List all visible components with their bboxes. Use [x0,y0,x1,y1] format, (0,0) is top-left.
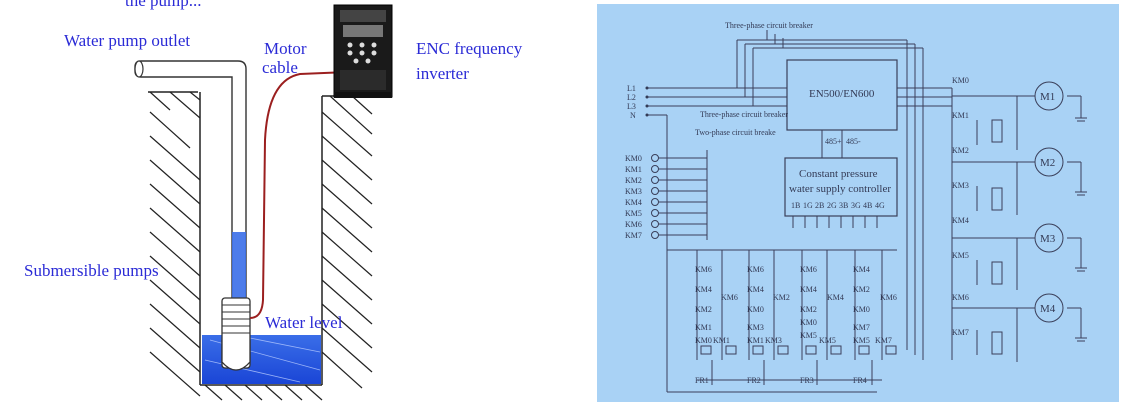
controller-terminals: 1B 1G 2B 2G 3B 3G 4B 4G [791,201,885,210]
label-water-level: Water level [265,313,343,332]
coil-km3: KM3 [765,336,782,345]
lamp-label-km4: KM4 [625,198,642,207]
terminal-1b: 1B [791,201,800,210]
extra-contact-1: KM6 [721,293,738,302]
submersible-pump [221,297,251,371]
terminal-4g: 4G [875,201,885,210]
line-l2: L2 [627,93,636,102]
relay-c1-3: KM1 [695,323,712,332]
relay-c3-3: KM0 [800,318,817,327]
label-submersible: Submersible pumps [24,261,159,280]
fuse-fr4: FR4 [853,376,867,385]
coil-km5: KM5 [819,336,836,345]
relay-c4-0: KM4 [853,265,870,274]
lamp-label-km2: KM2 [625,176,642,185]
contactor-km6: KM6 [952,293,969,302]
terminal-3g: 3G [851,201,861,210]
motor-m2: M2 [1040,157,1055,169]
extra-contact-2: KM2 [773,293,790,302]
pump-control-schematic: Three-phase circuit breaker Three-phase … [597,4,1119,402]
top-partial-text: the pump... [125,0,202,10]
fuse-fr1: FR1 [695,376,709,385]
lamp-label-km0: KM0 [625,154,642,163]
terminal-3b: 3B [839,201,848,210]
relay-c1-2: KM2 [695,305,712,314]
label-cable: cable [262,58,298,77]
breaker-label-mid: Three-phase circuit breaker [700,110,788,119]
line-n: N [630,111,636,120]
schematic-background [597,4,1119,402]
terminal-4b: 4B [863,201,872,210]
terminal-2g: 2G [827,201,837,210]
motor-m4: M4 [1040,303,1056,315]
controller-title-1: Constant pressure [799,168,878,180]
relay-c2-3: KM3 [747,323,764,332]
line-l3: L3 [627,102,636,111]
breaker-label-two-phase: Two-phase circuit breake [695,128,776,137]
contactor-km0: KM0 [952,76,969,85]
fuse-fr2: FR2 [747,376,761,385]
motor-m3: M3 [1040,233,1056,245]
ground-right [321,95,380,389]
relay-c4-3: KM7 [853,323,870,332]
label-pump-outlet: Water pump outlet [64,31,190,50]
line-l1: L1 [627,84,636,93]
coil-km1: KM1 [713,336,730,345]
breaker-label-top: Three-phase circuit breaker [725,21,813,30]
fuse-fr3: FR3 [800,376,814,385]
contactor-km4: KM4 [952,216,969,225]
relay-c2-4: KM1 [747,336,764,345]
motor-m1: M1 [1040,91,1055,103]
terminal-1g: 1G [803,201,813,210]
relay-c2-1: KM4 [747,285,764,294]
lamp-label-km6: KM6 [625,220,642,229]
inverter-box-label: EN500/EN600 [809,88,875,100]
relay-c1-4: KM0 [695,336,712,345]
contactor-km3: KM3 [952,181,969,190]
motor-circuits: KM0 KM1 KM2 KM3 KM4 KM5 KM6 KM7 M1 M2 M3… [897,76,1087,362]
lamp-label-km7: KM7 [625,231,642,240]
terminal-2b: 2B [815,201,824,210]
relay-c1-1: KM4 [695,285,712,294]
relay-c1-0: KM6 [695,265,712,274]
label-motor: Motor [264,39,307,58]
inverter-box: EN500/EN600 485+ 485- [786,59,898,158]
lamp-label-km1: KM1 [625,165,642,174]
lamp-label-km5: KM5 [625,209,642,218]
contactor-km7: KM7 [952,328,969,337]
label-inverter-2: inverter [416,64,469,83]
ground-bottom [200,384,323,401]
relay-c3-0: KM6 [800,265,817,274]
relay-c4-2: KM0 [853,305,870,314]
extra-contact-3: KM4 [827,293,844,302]
ground-left [148,91,201,397]
relay-c3-1: KM4 [800,285,817,294]
indicator-lamps: KM0 KM1 KM2 KM3 KM4 KM5 KM6 KM7 [625,150,708,240]
label-inverter-1: ENC frequency [416,39,523,58]
relay-c4-4: KM5 [853,336,870,345]
coil-km7: KM7 [875,336,892,345]
comm-485-minus: 485- [846,137,861,146]
relay-c3-4: KM5 [800,331,817,340]
lamp-label-km3: KM3 [625,187,642,196]
well-pump-diagram: the pump... [24,0,523,401]
motor-cable [249,71,349,319]
inverter-device [333,4,393,98]
pump-pipe [134,60,247,301]
relay-c3-2: KM2 [800,305,817,314]
contactor-km5: KM5 [952,251,969,260]
controller-box: Constant pressure water supply controlle… [784,157,898,228]
relay-c4-1: KM2 [853,285,870,294]
extra-contact-4: KM6 [880,293,897,302]
contactor-km2: KM2 [952,146,969,155]
controller-title-2: water supply controller [789,183,891,195]
relay-ladder: KM6 KM4 KM2 KM1 KM0 KM6 KM4 KM0 KM3 KM1 … [666,249,897,393]
relay-c2-0: KM6 [747,265,764,274]
relay-c2-2: KM0 [747,305,764,314]
contactor-km1: KM1 [952,111,969,120]
comm-485-plus: 485+ [825,137,842,146]
